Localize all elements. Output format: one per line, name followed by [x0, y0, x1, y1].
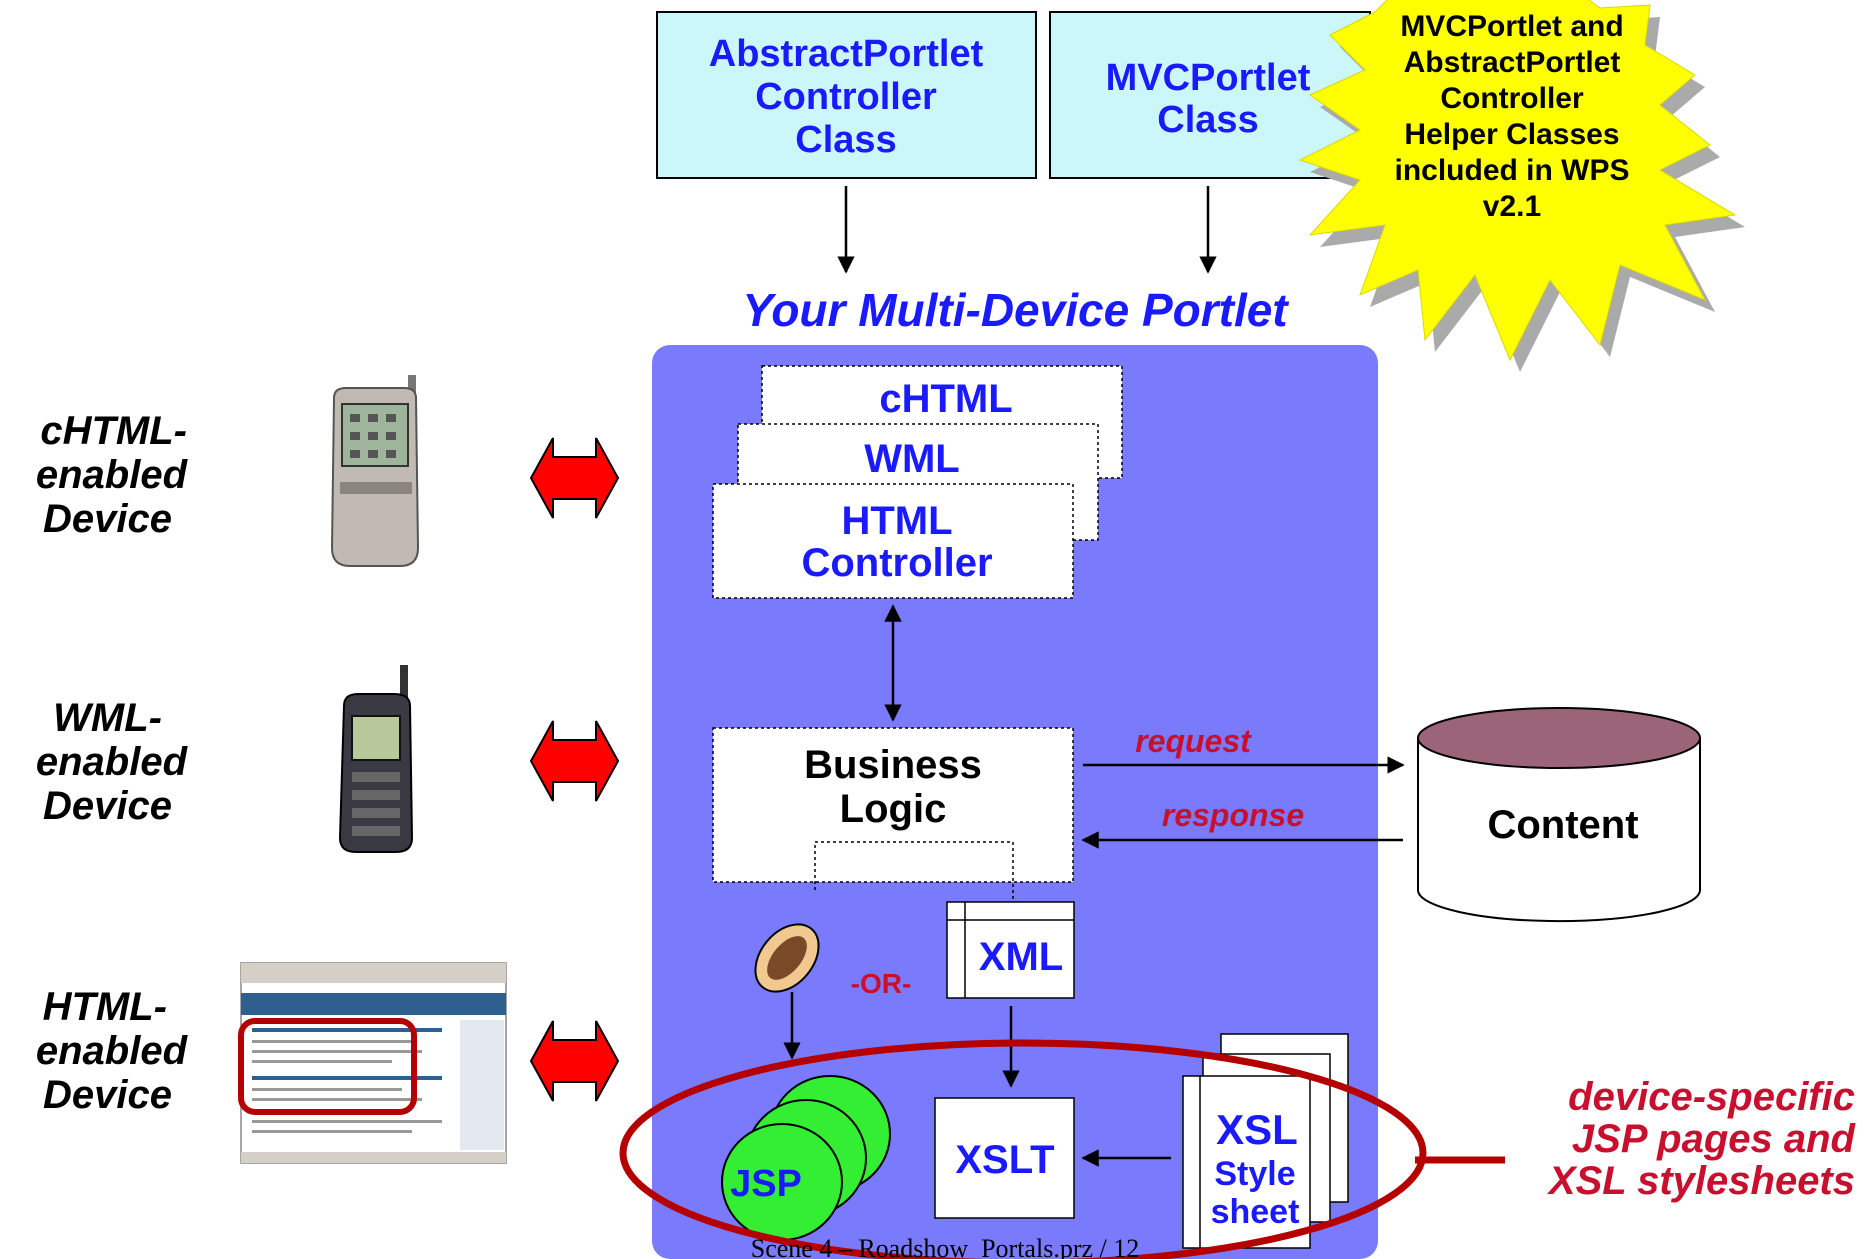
- xsl-stylesheets: XSL Style sheet: [1182, 1033, 1349, 1249]
- xsl-label-1: XSL: [1216, 1106, 1298, 1153]
- device-specific-line-2: JSP pages and: [1572, 1117, 1857, 1161]
- html-device-label-1: HTML-: [43, 985, 167, 1029]
- mvc-box-line-2: Class: [1157, 99, 1258, 141]
- xml-label: XML: [979, 935, 1063, 979]
- html-controller-card: [712, 483, 1074, 599]
- chtml-device-label-1: cHTML-: [40, 409, 187, 453]
- html-controller-label-1: HTML: [841, 499, 952, 543]
- starburst-line-2: AbstractPortlet: [1404, 46, 1621, 79]
- starburst-line-6: v2.1: [1483, 190, 1541, 223]
- chtml-controller-label: cHTML: [879, 377, 1012, 421]
- device-specific-line-1: device-specific: [1568, 1075, 1855, 1119]
- footer-caption: Scene 4 – Roadshow_Portals.prz / 12: [751, 1234, 1140, 1259]
- jsp-label: JSP: [730, 1163, 802, 1205]
- or-label: -OR-: [851, 968, 912, 999]
- abstract-box-line-3: Class: [795, 119, 896, 161]
- starburst-line-3: Controller: [1440, 82, 1584, 115]
- chtml-device-label: cHTML- enabled Device: [36, 409, 189, 541]
- starburst-line-4: Helper Classes: [1404, 118, 1619, 151]
- starburst-line-1: MVCPortlet and: [1400, 10, 1623, 43]
- java-bean-icon: [754, 923, 820, 993]
- html-device-label-3: Device: [43, 1073, 172, 1117]
- mobile-phone-icon: [338, 665, 414, 853]
- chtml-bidirectional-arrow: [529, 437, 620, 519]
- abstract-portlet-controller-box: AbstractPortlet Controller Class: [656, 11, 1037, 179]
- content-database: Content: [1417, 707, 1701, 923]
- device-specific-line-3: XSL stylesheets: [1547, 1159, 1855, 1203]
- pda-phone-icon: [330, 375, 420, 567]
- wml-device-label-1: WML-: [53, 696, 162, 740]
- business-logic-line-1: Business: [804, 743, 982, 787]
- chtml-device-label-3: Device: [43, 497, 172, 541]
- wml-bidirectional-arrow: [529, 720, 620, 802]
- html-device-label-2: enabled: [36, 1029, 189, 1073]
- abstract-box-line-2: Controller: [755, 76, 937, 118]
- wml-device-label-2: enabled: [36, 740, 189, 784]
- business-logic-line-2: Logic: [840, 787, 947, 831]
- html-bidirectional-arrow: [529, 1020, 620, 1102]
- starburst-callout: MVCPortlet and AbstractPortlet Controlle…: [1298, 0, 1745, 372]
- xsl-label-3: sheet: [1211, 1193, 1300, 1231]
- mvc-portlet-class-box: MVCPortlet Class: [1049, 11, 1371, 179]
- portlet-title: Your Multi-Device Portlet: [742, 284, 1289, 336]
- xslt-label: XSLT: [955, 1138, 1054, 1182]
- mvc-box-line-1: MVCPortlet: [1106, 57, 1311, 99]
- request-label: request: [1135, 723, 1252, 759]
- device-specific-highlight: [619, 1039, 1427, 1259]
- starburst-line-5: included in WPS: [1394, 154, 1629, 187]
- html-controller-label-2: Controller: [801, 541, 992, 585]
- controller-stack: cHTML WML HTML Controller: [712, 365, 1123, 599]
- wml-device-label-3: Device: [43, 784, 172, 828]
- browser-screenshot-icon: [238, 962, 507, 1164]
- chtml-device-label-2: enabled: [36, 453, 189, 497]
- jsp-pages: JSP: [721, 1075, 891, 1241]
- business-logic-box: Business Logic: [712, 727, 1074, 900]
- html-device-label: HTML- enabled Device: [36, 985, 189, 1117]
- wml-controller-label: WML: [864, 437, 960, 481]
- xslt-box: XSLT: [934, 1097, 1075, 1219]
- xsl-label-2: Style: [1214, 1155, 1295, 1193]
- response-label: response: [1162, 797, 1304, 833]
- content-label: Content: [1487, 803, 1638, 847]
- abstract-box-line-1: AbstractPortlet: [709, 33, 984, 75]
- wml-device-label: WML- enabled Device: [36, 696, 189, 828]
- xml-document: XML: [946, 901, 1075, 999]
